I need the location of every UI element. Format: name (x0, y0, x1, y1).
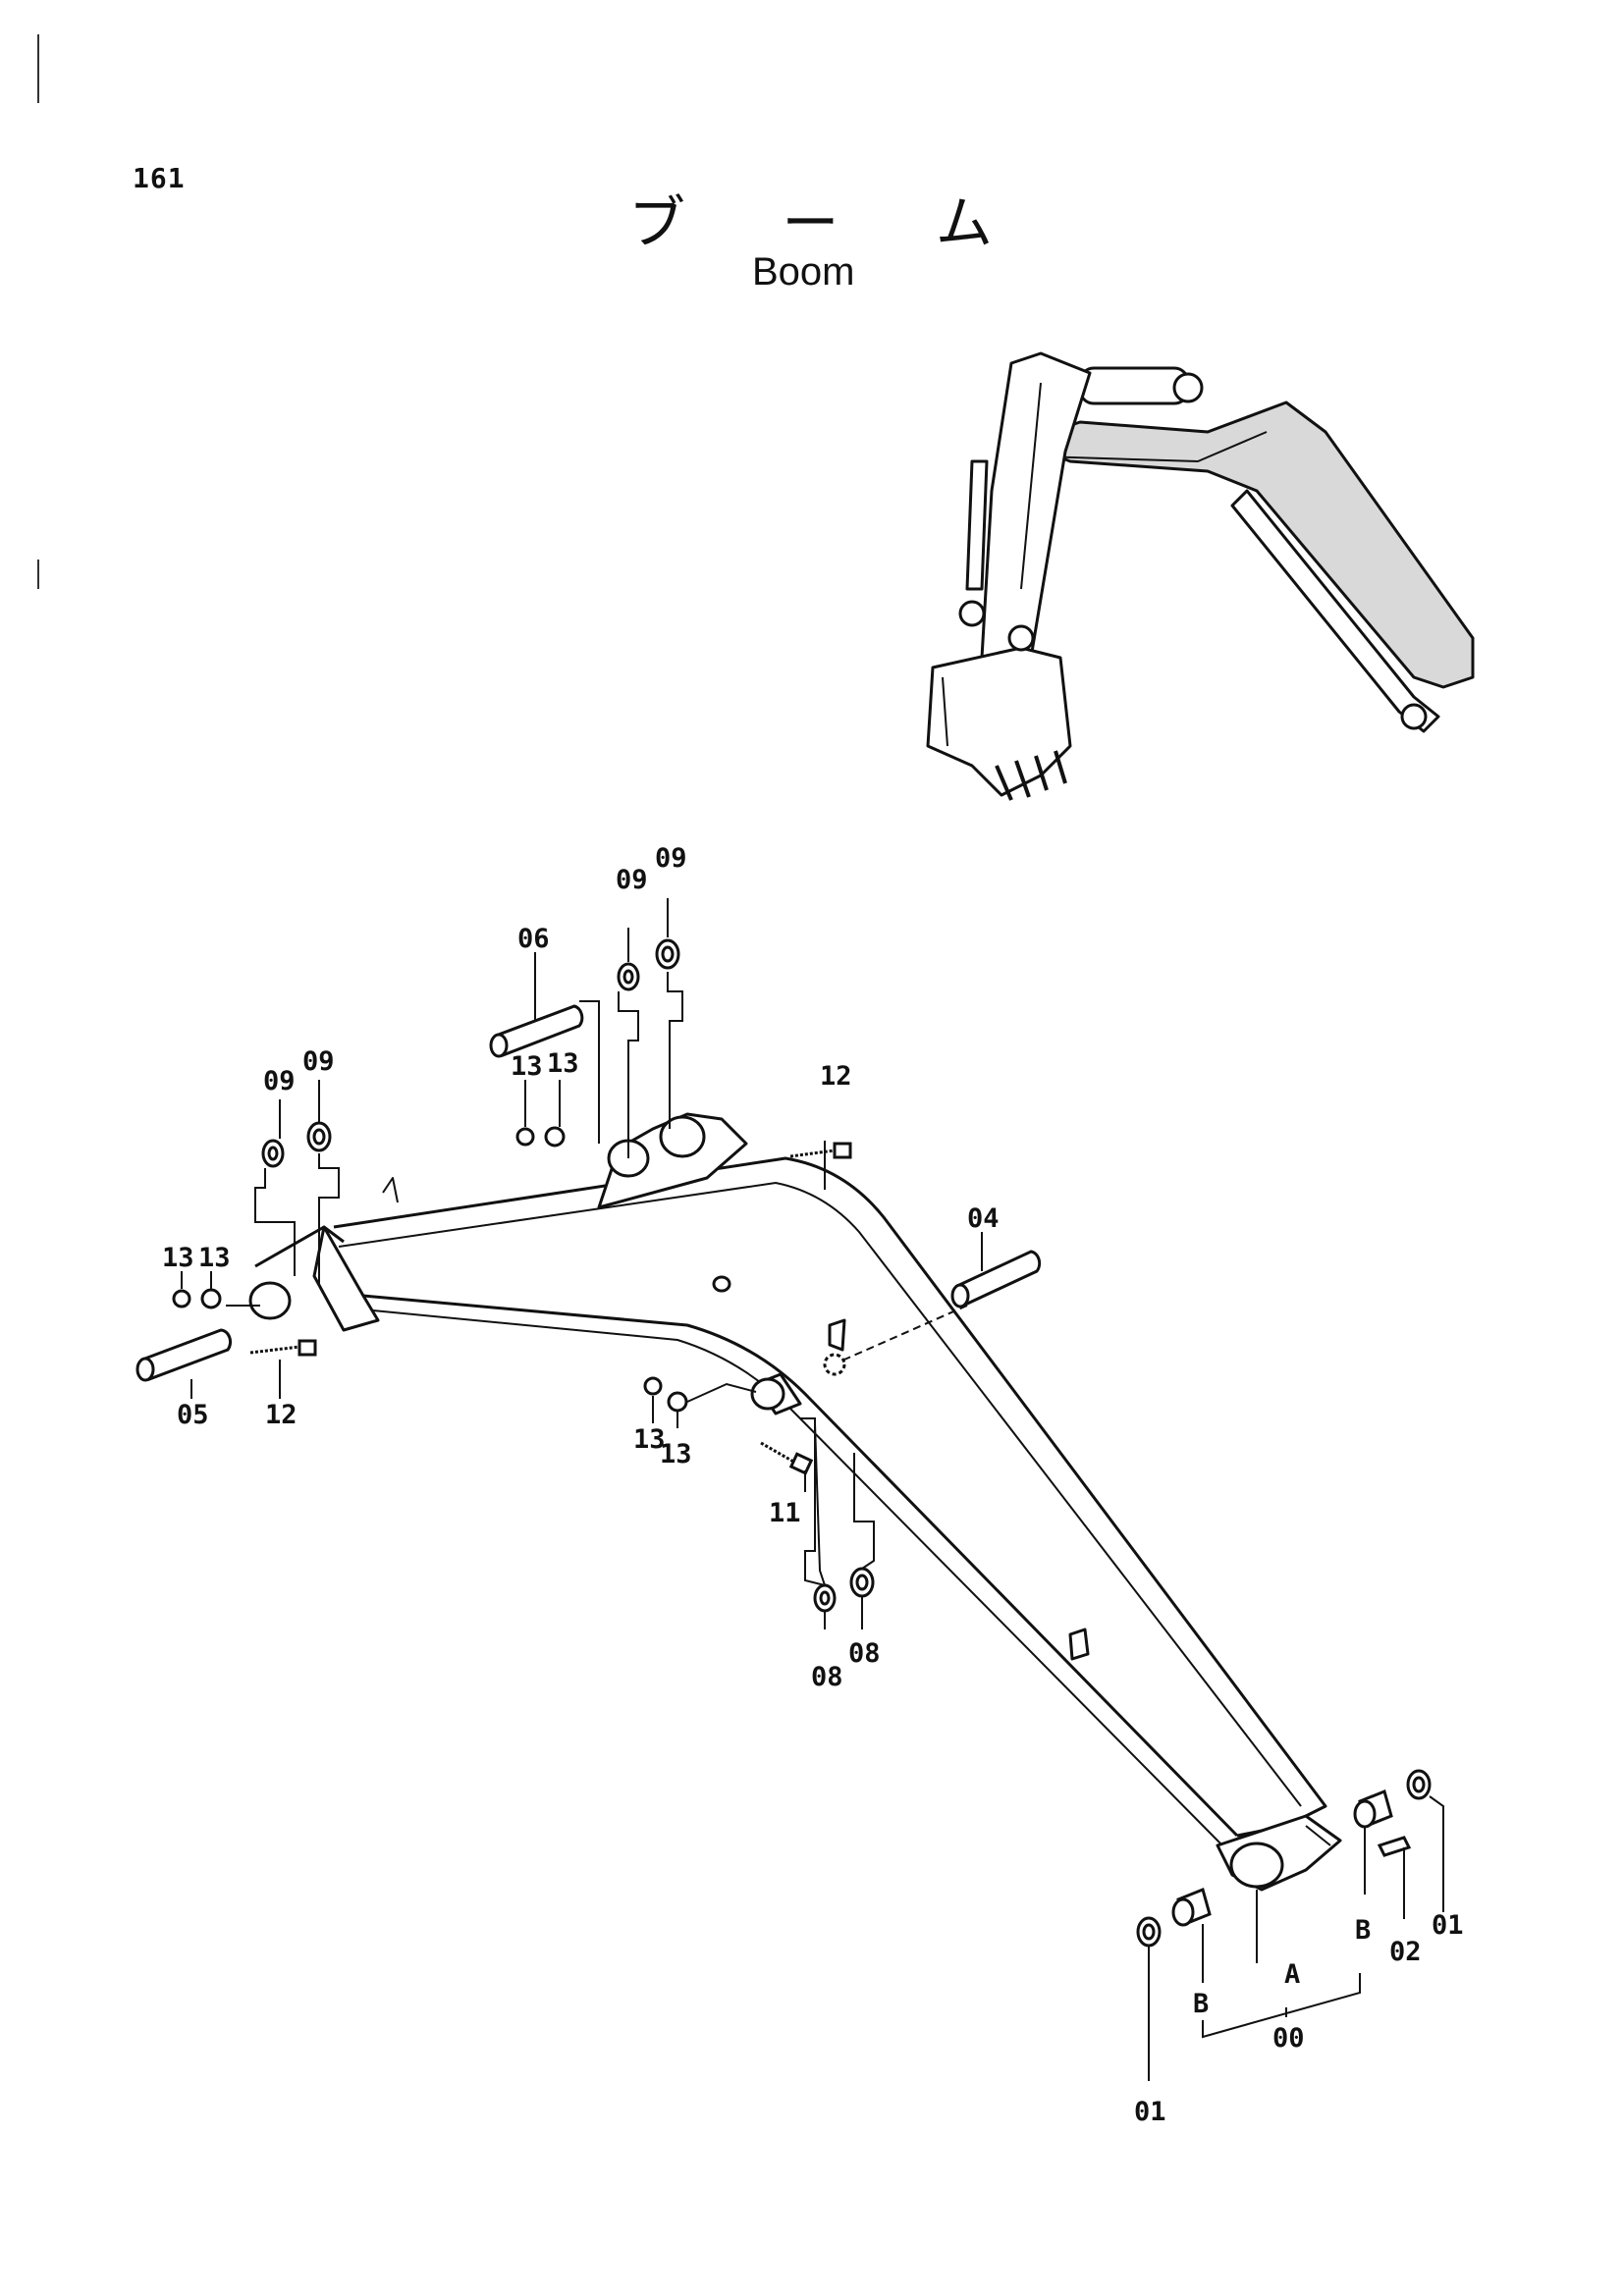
callout-08: 08 (811, 1662, 843, 1692)
callout-B: B (1193, 1989, 1209, 2019)
callout-12: 12 (820, 1061, 852, 1092)
callout-A: A (1284, 1959, 1300, 1990)
callout-09: 09 (616, 865, 648, 895)
callout-02: 02 (1389, 1937, 1422, 1967)
parts-exploded (135, 938, 1432, 1948)
callout-12: 12 (265, 1400, 298, 1430)
margin-rule-top (37, 34, 39, 103)
callout-09: 09 (302, 1046, 335, 1077)
callout-06: 06 (517, 924, 550, 954)
callout-04: 04 (967, 1203, 1000, 1234)
callout-09: 09 (655, 843, 687, 874)
callout-05: 05 (177, 1400, 209, 1430)
callout-labels: 09 09 06 13 13 12 09 09 04 13 13 05 12 1… (162, 843, 1464, 2127)
callout-13: 13 (162, 1243, 194, 1273)
title-japanese: ブ ー ム (628, 189, 1032, 256)
boom-main-drawing (248, 1112, 1342, 1892)
callout-B: B (1355, 1915, 1371, 1946)
callout-13: 13 (198, 1243, 231, 1273)
callout-13: 13 (633, 1424, 666, 1455)
callout-09: 09 (263, 1066, 296, 1096)
page-number: 161 (133, 162, 186, 194)
callout-13: 13 (547, 1048, 579, 1079)
callout-01: 01 (1134, 2097, 1166, 2127)
callout-11: 11 (769, 1498, 801, 1528)
callout-08: 08 (848, 1638, 881, 1669)
callout-13: 13 (660, 1439, 692, 1469)
inset-excavator-illustration (926, 351, 1475, 801)
callout-01: 01 (1432, 1910, 1464, 1941)
callout-00: 00 (1272, 2023, 1305, 2054)
callout-13: 13 (511, 1051, 543, 1082)
margin-rule-mid (37, 560, 39, 589)
title-english: Boom (752, 250, 855, 294)
leader-lines (181, 898, 1444, 2081)
